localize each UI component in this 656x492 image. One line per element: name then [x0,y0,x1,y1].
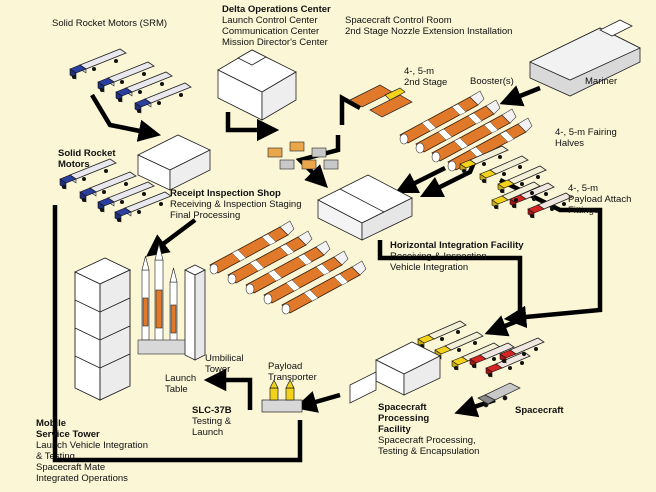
spacecraft-truck [477,382,521,408]
label-mst: Mobile Service Tower Launch Vehicle Inte… [36,418,148,484]
path-hif-up-to-delta [339,94,362,125]
path-pafit-to-spf [498,177,603,329]
label-ris: Receipt Inspection Shop Receiving & Insp… [170,188,302,221]
label-paf: 4-, 5-m Payload Attach Fittings [568,183,632,216]
path-mariner-to-boosters [499,85,541,107]
label-fairing: 4-, 5-m Fairing Halves [555,127,617,149]
label-payload-transporter: Payload Transporter [268,361,317,383]
mobile-service-tower [73,257,132,401]
srm-trucks-top [69,48,192,114]
delta-ops-building [217,49,297,121]
path-spf-to-pt [294,391,341,413]
booster-stack-lower [209,220,367,315]
payload-transporter [261,379,303,413]
hif-building [317,174,413,241]
label-boosters: Booster(s) [470,76,514,87]
label-delta-ops: Delta Operations Center Launch Control C… [222,4,331,48]
second-stage-vehicles [349,84,413,118]
flow-paths [52,85,603,463]
booster-stack-upper [399,90,533,172]
path-delta-to-ris [225,112,280,142]
label-srm-left: Solid Rocket Motors [58,148,116,170]
label-mariner: Mariner [585,76,618,87]
label-delta-right: Spacecraft Control Room 2nd Stage Nozzle… [345,15,513,37]
umbilical-tower [184,264,206,361]
path-delta-to-hif [295,135,341,188]
path-ris-to-mst [146,218,197,257]
ris-building [137,134,211,191]
label-spf: Spacecraft Processing Facility Spacecraf… [378,402,480,457]
label-srm-top: Solid Rocket Motors (SRM) [52,18,168,29]
label-hif: Horizontal Integration Facility Receivin… [390,240,524,273]
spf-building [349,341,441,404]
label-slc: SLC-37B Testing & Launch [192,405,232,438]
path-srm-left-to-mst [52,205,303,463]
path-payload-to-mst [203,368,253,410]
label-second-stage: 4-, 5-m 2nd Stage [404,66,448,88]
label-spacecraft: Spacecraft [515,405,564,416]
mariner-ship [529,19,641,97]
label-launch-table: Launch Table [165,373,197,395]
label-umbilical: Umbilical Tower [205,353,244,375]
launch-vehicles [137,243,187,355]
ground-equipment [267,141,339,170]
path-srm-to-ris [90,93,162,142]
